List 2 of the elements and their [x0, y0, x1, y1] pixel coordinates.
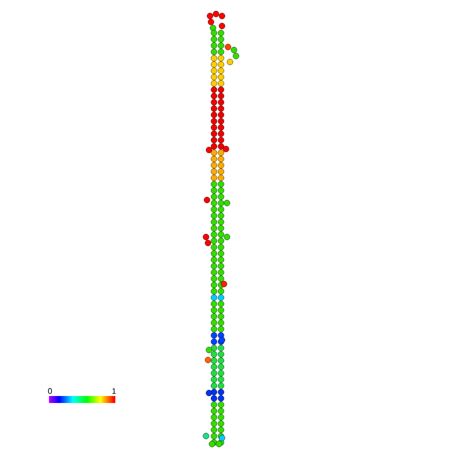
scale-label: 1 [112, 388, 116, 394]
scale-label: 0 [48, 388, 52, 394]
